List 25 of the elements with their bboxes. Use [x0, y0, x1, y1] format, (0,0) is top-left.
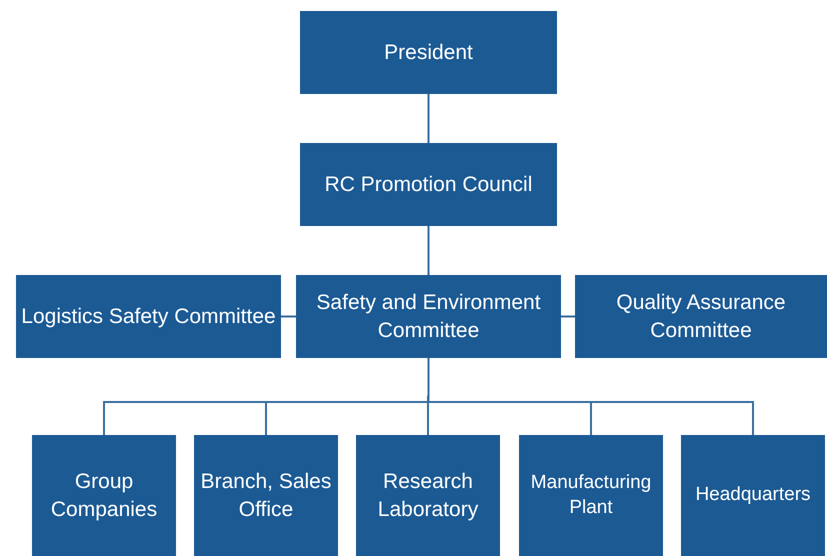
box-label: Logistics Safety Committee	[21, 304, 276, 330]
connector-line	[428, 94, 430, 143]
org-box	[296, 275, 561, 358]
box-label: Group Companies	[50, 469, 158, 522]
box-label: Branch, Sales Office	[200, 469, 332, 522]
org-box	[16, 275, 281, 358]
org-box	[356, 435, 500, 556]
org-box	[575, 275, 827, 358]
org-box	[519, 435, 663, 556]
box-label: Quality Assurance Committee	[615, 290, 787, 344]
org-box	[300, 143, 557, 226]
org-box	[681, 435, 825, 556]
box-label: President	[384, 40, 473, 66]
org-box	[300, 11, 557, 94]
connector-line	[428, 226, 430, 275]
org-box	[194, 435, 338, 556]
connector-line	[281, 316, 296, 318]
box-label: Headquarters	[695, 483, 811, 508]
box-label: Manufacturing Plant	[530, 470, 652, 520]
org-box	[32, 435, 176, 556]
box-label: Research Laboratory	[376, 469, 480, 522]
box-label: Safety and Environment Committee	[315, 290, 542, 344]
connector-line	[428, 358, 754, 435]
box-label: RC Promotion Council	[324, 172, 532, 198]
connector-line	[561, 316, 575, 318]
